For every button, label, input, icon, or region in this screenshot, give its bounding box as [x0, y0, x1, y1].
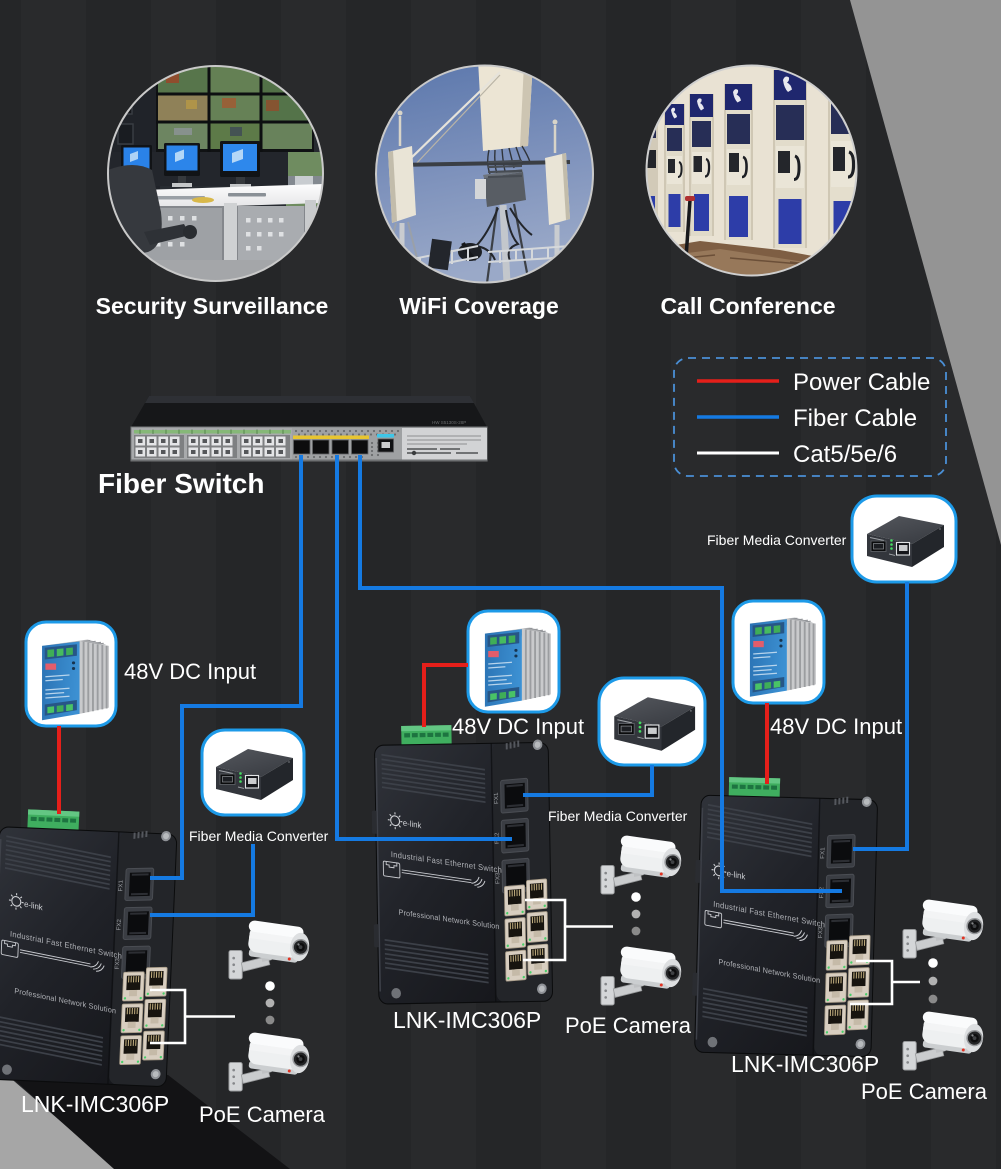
svg-text:48V DC Input: 48V DC Input: [770, 714, 902, 739]
svg-text:48V DC Input: 48V DC Input: [452, 714, 584, 739]
svg-text:48V DC Input: 48V DC Input: [124, 659, 256, 684]
svg-text:Fiber Media Converter: Fiber Media Converter: [707, 532, 847, 548]
svg-text:Security Surveillance: Security Surveillance: [96, 293, 329, 319]
svg-text:Call Conference: Call Conference: [660, 293, 835, 319]
svg-text:Fiber Cable: Fiber Cable: [793, 405, 917, 432]
svg-text:LNK-IMC306P: LNK-IMC306P: [21, 1091, 169, 1117]
svg-text:Fiber Media Converter: Fiber Media Converter: [189, 828, 329, 844]
svg-text:Fiber Switch: Fiber Switch: [98, 468, 264, 499]
svg-text:PoE Camera: PoE Camera: [565, 1013, 692, 1038]
svg-text:PoE Camera: PoE Camera: [861, 1079, 988, 1104]
svg-text:LNK-IMC306P: LNK-IMC306P: [393, 1007, 541, 1033]
svg-text:Fiber Media Converter: Fiber Media Converter: [548, 808, 688, 824]
svg-text:LNK-IMC306P: LNK-IMC306P: [731, 1051, 879, 1077]
svg-text:Power Cable: Power Cable: [793, 369, 930, 396]
svg-text:PoE Camera: PoE Camera: [199, 1102, 326, 1127]
svg-text:Cat5/5e/6: Cat5/5e/6: [793, 441, 897, 468]
svg-text:HW S5130S-28P: HW S5130S-28P: [432, 420, 466, 425]
svg-text:WiFi Coverage: WiFi Coverage: [399, 293, 559, 319]
